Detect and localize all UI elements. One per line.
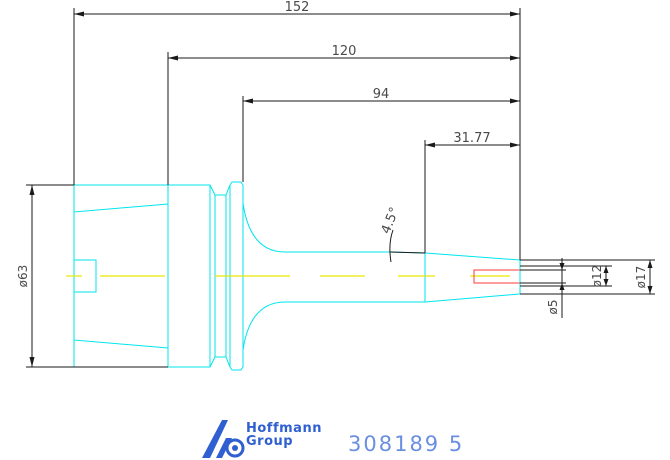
tip-upper [389, 251, 521, 261]
tip-lower [424, 293, 521, 303]
label-d12: ø12 [590, 265, 604, 288]
dimension-lines [26, 8, 655, 368]
label-120: 120 [332, 44, 357, 59]
neck-lower [242, 301, 425, 351]
body-left-outline [73, 184, 169, 213]
label-angle: 4.5° [379, 205, 403, 236]
label-152: 152 [285, 0, 310, 15]
article-number: 308189 5 [348, 432, 465, 456]
body-left-lower-outline [73, 339, 169, 368]
key-slot [74, 259, 97, 293]
groove-upper [209, 184, 231, 196]
angle-arc [389, 229, 394, 263]
logo-line-2: Group [246, 434, 294, 449]
label-d5: ø5 [546, 300, 560, 315]
label-31-77: 31.77 [453, 131, 490, 146]
label-d17: ø17 [634, 266, 648, 289]
hoffmann-group-logo-icon [202, 420, 245, 458]
inner-bore [473, 269, 520, 284]
dimension-labels: 152 120 94 31.77 4.5° ø63 ø17 ø12 ø5 [16, 0, 648, 314]
logo-line-1: Hoffmann [246, 421, 322, 436]
groove-lower [209, 356, 231, 368]
collar [229, 181, 244, 371]
label-d63: ø63 [16, 265, 30, 288]
neck-upper [242, 202, 390, 253]
company-logo-text: Hoffmann Group [246, 422, 322, 448]
flange [167, 184, 211, 368]
label-94: 94 [373, 87, 390, 102]
